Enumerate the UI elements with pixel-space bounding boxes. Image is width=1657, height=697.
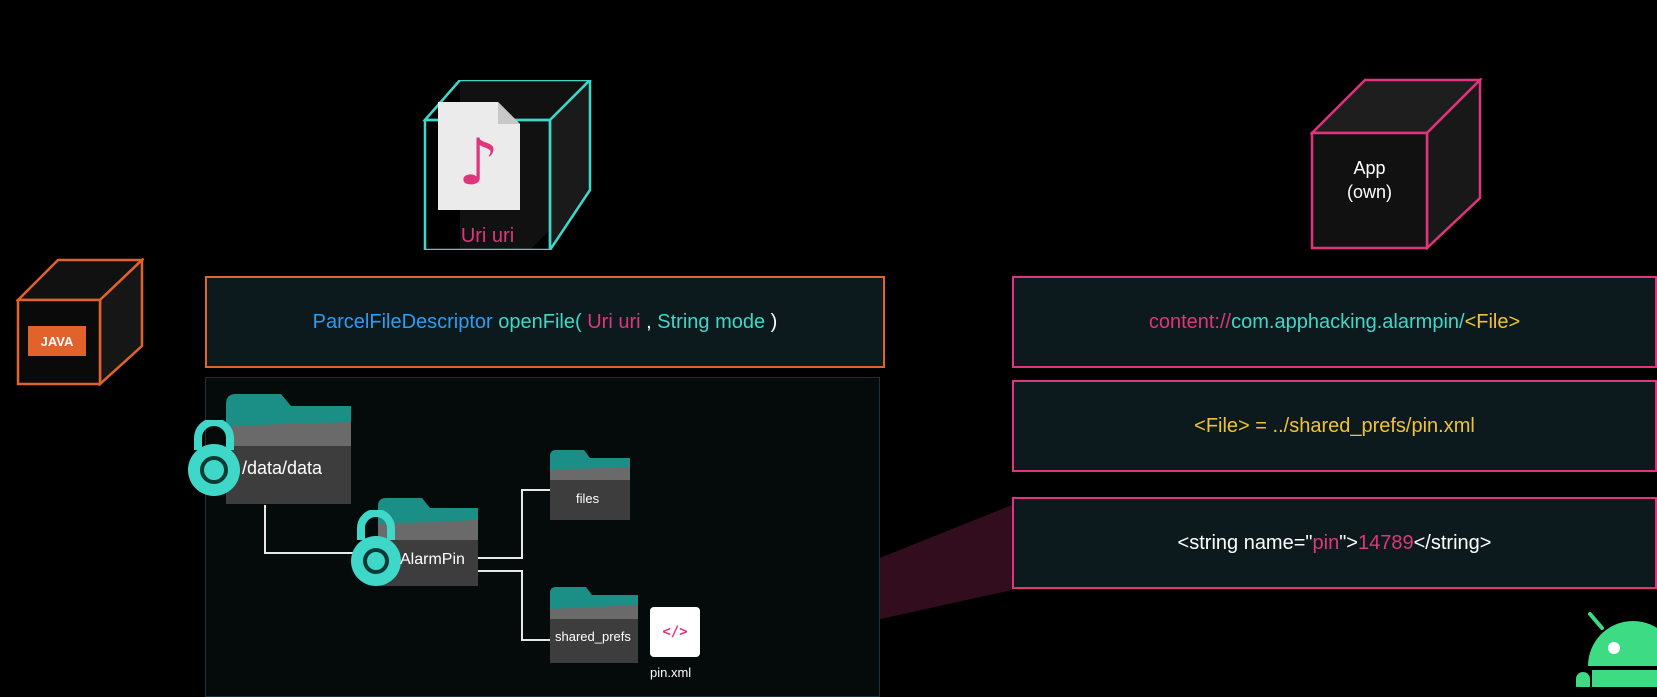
file-path-panel: <File> = ../shared_prefs/pin.xml xyxy=(1012,380,1657,472)
alarmpin-folder[interactable] xyxy=(378,498,478,586)
code-icon: </> xyxy=(662,624,688,640)
openfile-signature-panel: ParcelFileDescriptor openFile( Uri uri ,… xyxy=(205,276,885,368)
return-type: ParcelFileDescriptor xyxy=(312,310,493,333)
file-path: = ../shared_prefs/pin.xml xyxy=(1249,414,1475,437)
xml-file-label: pin.xml xyxy=(650,665,692,680)
alarmpin-folder-label: AlarmPin xyxy=(400,551,465,568)
xml-content-panel: <string name=" pin "> 14789 </string> xyxy=(1012,497,1657,589)
data-folder-label: /data/data xyxy=(242,458,323,478)
app-cube-line2: (own) xyxy=(1346,182,1392,202)
music-file-icon: ♪ xyxy=(438,102,520,210)
java-badge: JAVA xyxy=(28,326,86,356)
shared-prefs-folder[interactable] xyxy=(550,587,638,663)
music-note-icon: ♪ xyxy=(458,126,499,200)
method-name: openFile( xyxy=(498,310,582,333)
android-icon xyxy=(1570,606,1657,692)
lock-icon xyxy=(186,418,242,496)
lock-icon xyxy=(350,509,402,586)
xml-close: </string> xyxy=(1413,531,1492,554)
app-cube-line1: App xyxy=(1353,158,1386,178)
app-cube: App (own) xyxy=(1310,78,1482,250)
file-token: <File> xyxy=(1194,414,1250,437)
files-folder[interactable] xyxy=(550,450,630,520)
param-mode: String mode xyxy=(657,310,766,333)
files-folder-label: files xyxy=(576,491,600,506)
java-cube: JAVA xyxy=(16,258,144,386)
xml-value: 14789 xyxy=(1357,531,1414,554)
shared-prefs-folder-label: shared_prefs xyxy=(555,629,631,644)
xml-attr: pin xyxy=(1312,531,1340,554)
content-uri-panel: content:// com.apphacking.alarmpin/ <Fil… xyxy=(1012,276,1657,368)
data-folder[interactable] xyxy=(226,394,351,504)
xml-file-icon[interactable]: </> xyxy=(650,607,700,657)
uri-scheme: content:// xyxy=(1148,310,1232,333)
xml-open: <string name=" xyxy=(1177,531,1313,554)
param-comma: , xyxy=(646,310,652,333)
xml-mid: "> xyxy=(1339,531,1358,554)
param-uri: Uri uri xyxy=(587,310,641,333)
uri-file: <File> xyxy=(1464,310,1521,333)
uri-cube-label: Uri uri xyxy=(460,225,515,247)
uri-authority: com.apphacking.alarmpin/ xyxy=(1231,310,1465,333)
uri-cube: ♪ Uri uri xyxy=(420,80,595,250)
close-paren: ) xyxy=(770,310,778,333)
